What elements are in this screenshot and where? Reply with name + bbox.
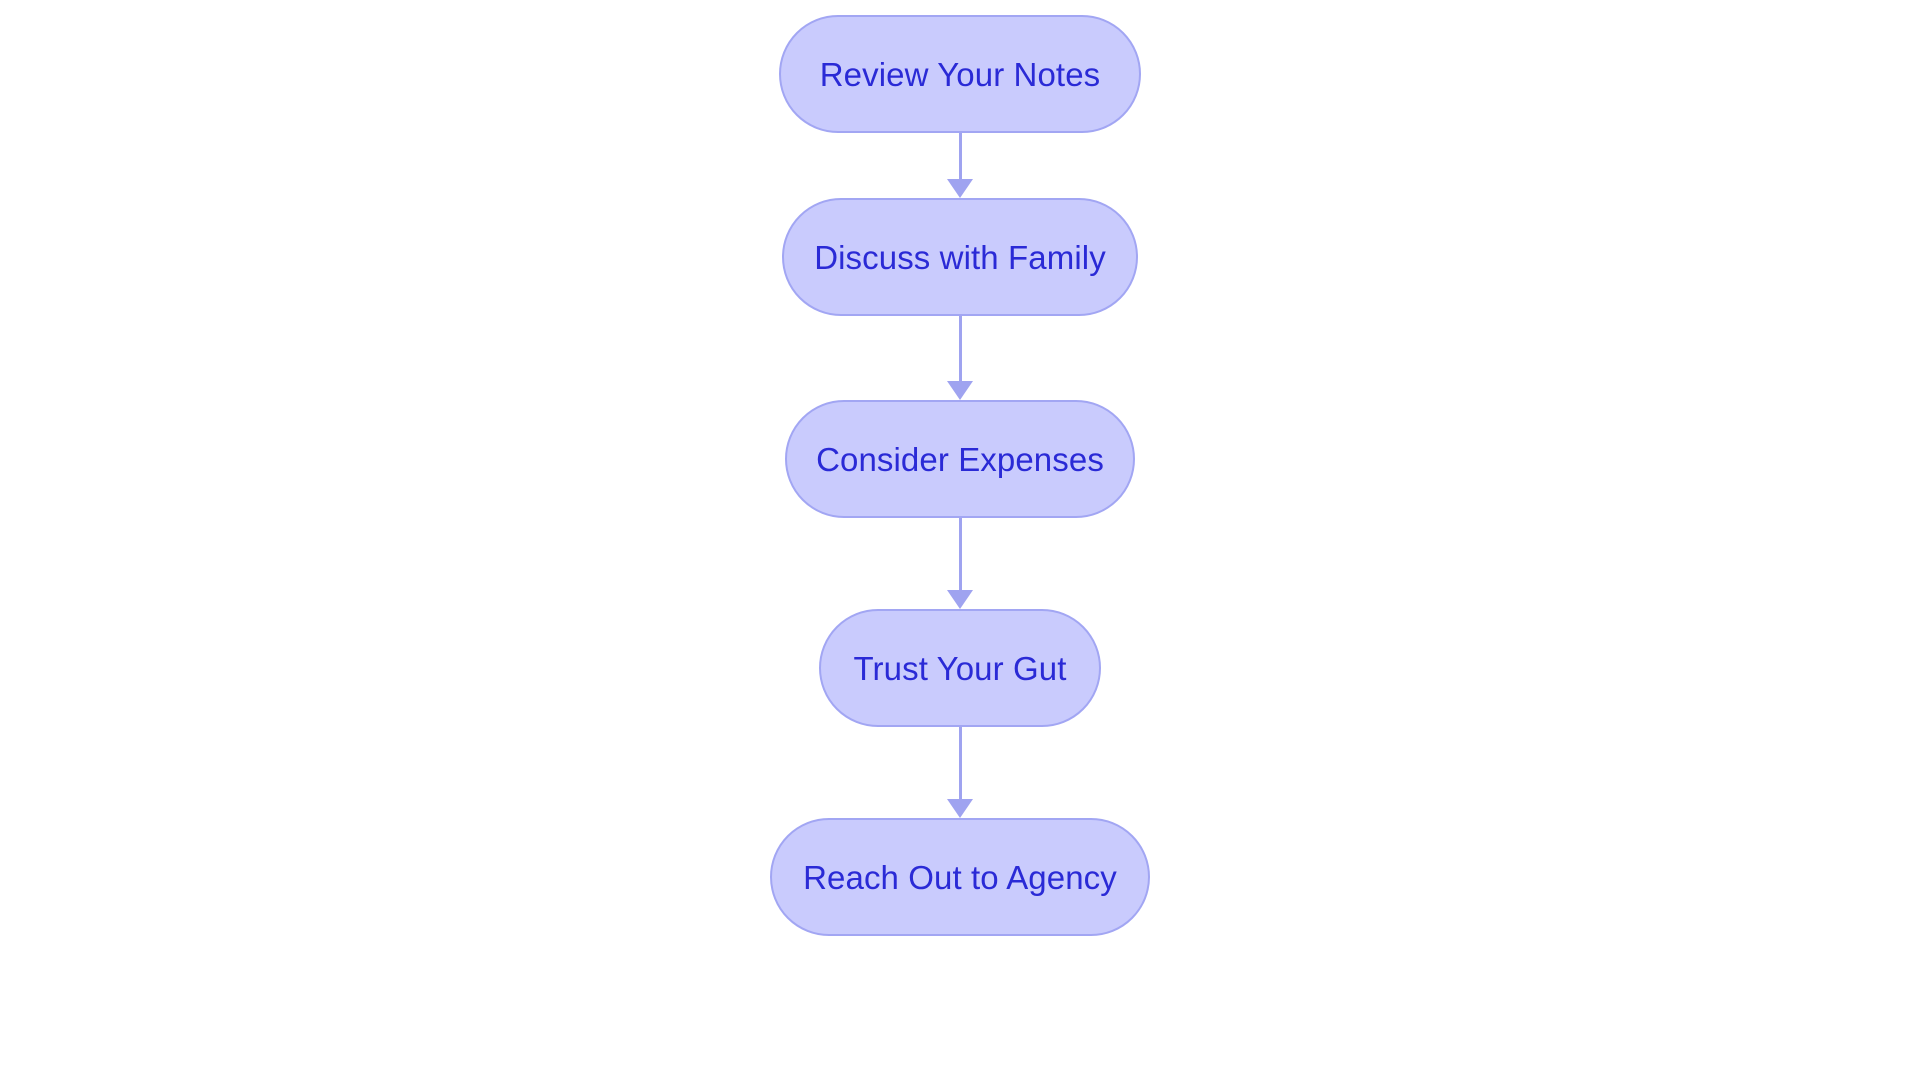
flow-node-discuss-with-family[interactable]: Discuss with Family: [782, 198, 1138, 316]
flow-arrow-4: [947, 727, 973, 818]
flow-node-reach-out-to-agency[interactable]: Reach Out to Agency: [770, 818, 1150, 936]
arrow-down-icon: [947, 381, 973, 400]
arrow-line-icon: [958, 518, 962, 591]
arrow-down-icon: [947, 799, 973, 818]
flow-node-label: Discuss with Family: [814, 238, 1106, 276]
flow-node-review-your-notes[interactable]: Review Your Notes: [779, 15, 1141, 133]
flow-node-trust-your-gut[interactable]: Trust Your Gut: [819, 609, 1101, 727]
flow-arrow-3: [947, 518, 973, 609]
flow-node-label: Trust Your Gut: [853, 649, 1067, 687]
flow-arrow-1: [947, 133, 973, 198]
arrow-line-icon: [958, 727, 962, 800]
flow-node-label: Reach Out to Agency: [803, 858, 1117, 896]
flow-arrow-2: [947, 316, 973, 400]
arrow-line-icon: [958, 133, 962, 180]
arrow-line-icon: [958, 316, 962, 382]
arrow-down-icon: [947, 590, 973, 609]
arrow-down-icon: [947, 179, 973, 198]
flow-node-label: Review Your Notes: [819, 55, 1101, 93]
flow-node-consider-expenses[interactable]: Consider Expenses: [785, 400, 1135, 518]
flow-node-label: Consider Expenses: [816, 440, 1104, 478]
